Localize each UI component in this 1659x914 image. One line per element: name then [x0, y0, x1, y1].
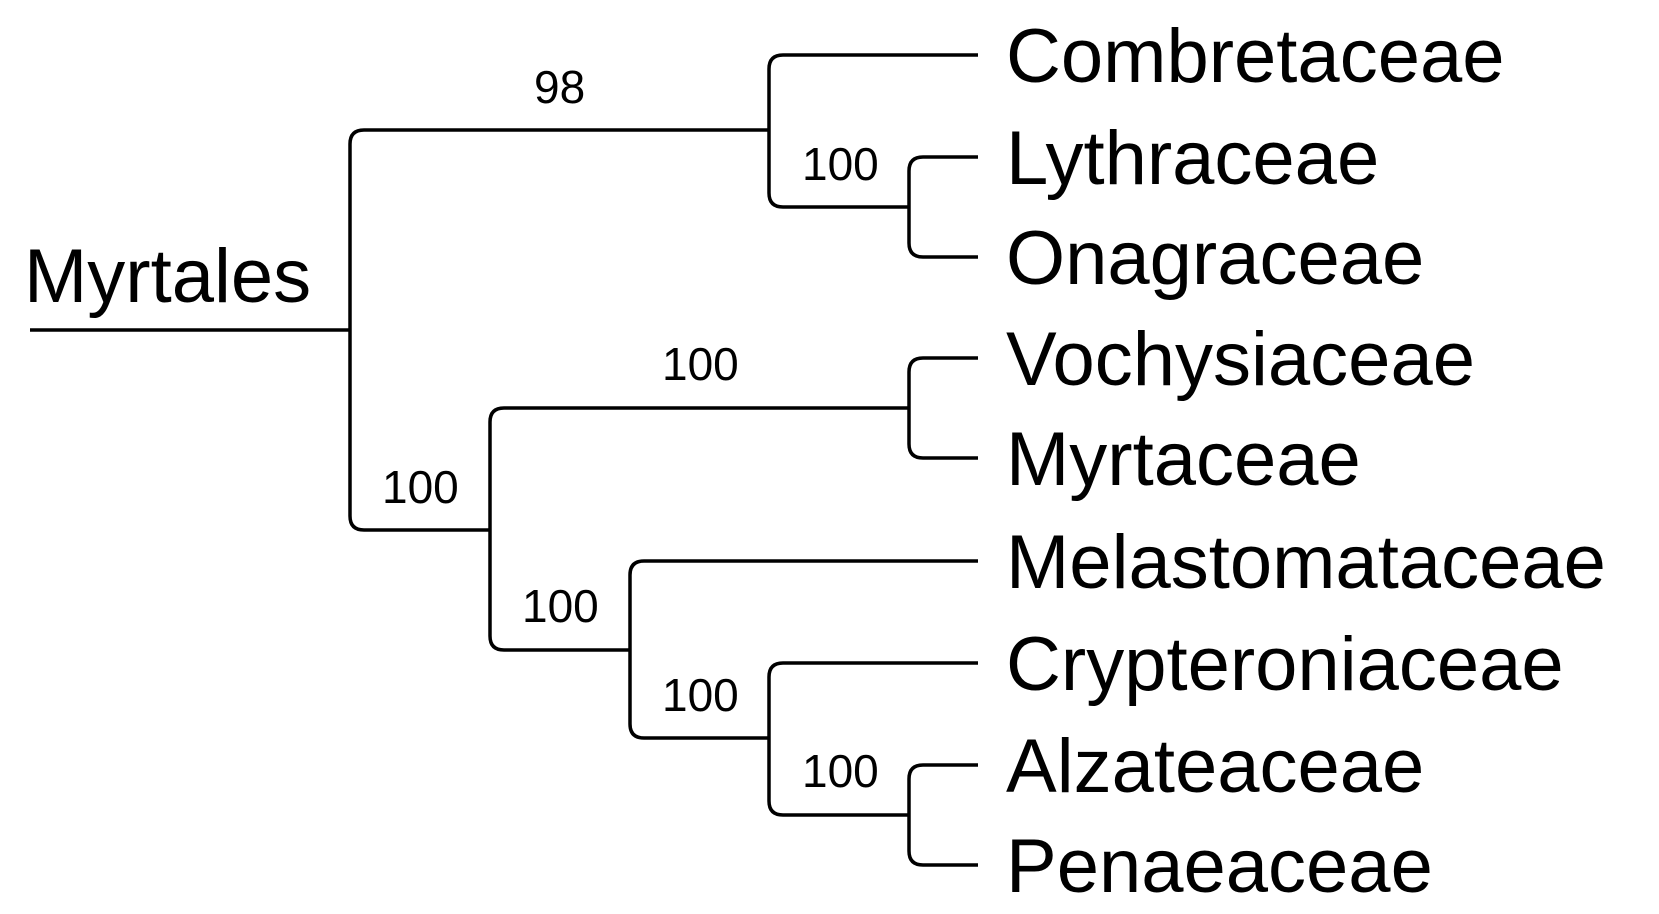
support-98: 98 — [534, 61, 585, 113]
taxon-label: Lythraceae — [1006, 116, 1379, 201]
taxon-label: Combretaceae — [1006, 14, 1505, 99]
support-lower-clade: 100 — [382, 461, 459, 513]
vochysiaceae-myrtaceae-split — [907, 356, 978, 460]
root-label: Myrtales — [24, 234, 311, 319]
taxon-label: Vochysiaceae — [1006, 317, 1475, 402]
support-crypteroniaceae-group: 100 — [662, 669, 739, 721]
lythraceae-onagraceae-split — [907, 155, 978, 259]
support-vochysiaceae-myrtaceae: 100 — [662, 338, 739, 390]
taxon-label: Myrtaceae — [1006, 417, 1361, 502]
support-alzateaceae-penaeaceae: 100 — [802, 745, 879, 797]
support-lythraceae-onagraceae: 100 — [802, 138, 879, 190]
alzateaceae-penaeaceae-split — [907, 763, 978, 867]
root-split — [348, 128, 769, 532]
crypteroniaceae-split — [767, 661, 978, 817]
upper-clade-split — [767, 53, 978, 209]
taxon-label: Alzateaceae — [1006, 724, 1424, 809]
support-melastomataceae-group: 100 — [522, 580, 599, 632]
melastomataceae-split — [628, 559, 978, 740]
taxon-label: Crypteroniaceae — [1006, 622, 1564, 707]
taxon-label: Penaeaceae — [1006, 824, 1433, 909]
taxon-label: Onagraceae — [1006, 216, 1424, 301]
taxon-label: Melastomataceae — [1006, 520, 1606, 605]
lower-clade-split — [488, 406, 909, 652]
